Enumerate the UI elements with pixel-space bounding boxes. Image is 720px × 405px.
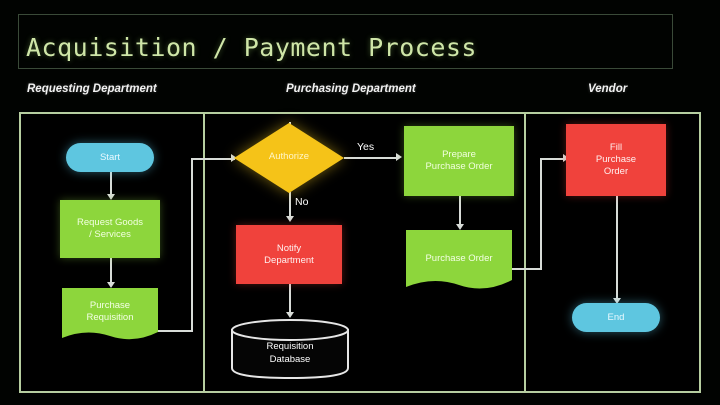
lane-divider-2 <box>524 112 526 393</box>
node-purchase-order-document[interactable]: Purchase Order <box>406 230 512 292</box>
lane-header-vendor: Vendor <box>588 83 628 95</box>
lane-divider-1 <box>203 112 205 393</box>
node-start[interactable]: Start <box>66 143 154 172</box>
node-authorize-decision-label: Authorize <box>268 151 310 162</box>
node-end-label: End <box>607 311 625 323</box>
node-purchase-requisition-label: Purchase Requisition <box>86 300 134 323</box>
connector-requisition-up <box>191 158 193 332</box>
connector-fill-po-to-end <box>616 196 618 302</box>
arrowhead-authorize-to-notify <box>286 216 294 222</box>
node-prepare-purchase-order[interactable]: Prepare Purchase Order <box>404 126 514 196</box>
edge-label-no: No <box>295 196 309 208</box>
node-fill-purchase-order-label: Fill Purchase Order <box>595 142 637 177</box>
arrowhead-notify-to-database <box>286 312 294 318</box>
connector-authorize-no <box>289 192 291 220</box>
edge-label-yes: Yes <box>357 141 375 153</box>
connector-requisition-right <box>158 330 193 332</box>
node-requisition-database[interactable]: Requisition Database <box>230 318 350 380</box>
lane-header-purchasing-department: Purchasing Department <box>286 83 416 95</box>
node-fill-purchase-order[interactable]: Fill Purchase Order <box>566 124 666 196</box>
arrowhead-prepare-po-to-po-doc <box>456 224 464 230</box>
node-prepare-purchase-order-label: Prepare Purchase Order <box>425 149 493 172</box>
node-request-goods-services-label: Request Goods / Services <box>76 217 143 240</box>
connector-prepare-po-to-po-doc <box>459 196 461 228</box>
lane-header-requesting-department: Requesting Department <box>27 83 157 95</box>
title-box <box>18 14 673 69</box>
node-purchase-order-document-label: Purchase Order <box>425 253 493 264</box>
node-start-label: Start <box>99 151 121 163</box>
node-authorize-decision[interactable]: Authorize <box>234 123 344 193</box>
connector-notify-to-database <box>289 284 291 316</box>
node-request-goods-services[interactable]: Request Goods / Services <box>60 200 160 258</box>
node-notify-department[interactable]: Notify Department <box>236 225 342 284</box>
node-requisition-database-label: Requisition Database <box>266 341 314 365</box>
arrowhead-start-to-request-goods <box>107 194 115 200</box>
arrowhead-request-goods-to-requisition <box>107 282 115 288</box>
arrowhead-authorize-to-prepare-po <box>396 153 402 161</box>
connector-po-doc-right <box>508 268 542 270</box>
arrowhead-fill-po-to-end <box>613 298 621 304</box>
connector-po-doc-up <box>540 158 542 270</box>
connector-authorize-yes <box>344 157 398 159</box>
connector-request-goods-to-requisition <box>110 258 112 286</box>
connector-start-to-request-goods <box>110 172 112 198</box>
node-end[interactable]: End <box>572 303 660 332</box>
connector-po-doc-to-fill-po <box>540 158 568 160</box>
page-title: Acquisition / Payment Process <box>26 33 477 62</box>
connector-requisition-to-authorize <box>191 158 235 160</box>
node-notify-department-label: Notify Department <box>264 242 314 266</box>
node-purchase-requisition[interactable]: Purchase Requisition <box>62 288 158 342</box>
